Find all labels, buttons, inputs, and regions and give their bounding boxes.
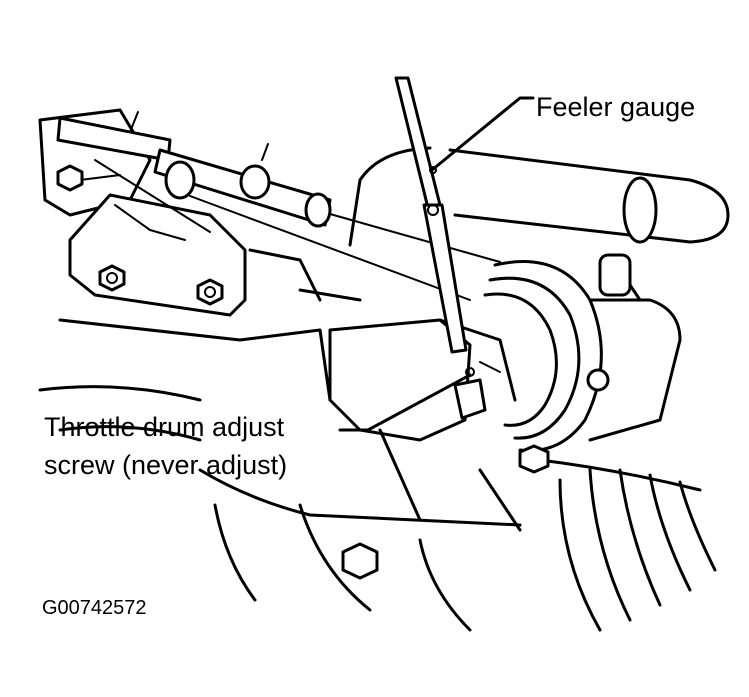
nut-lower bbox=[341, 542, 379, 580]
feeler-gauge-label: Feeler gauge bbox=[536, 92, 695, 122]
throttle-cables bbox=[56, 111, 501, 301]
throttle-screw-label-line2: screw (never adjust) bbox=[44, 450, 287, 480]
figure-code: G00742572 bbox=[42, 597, 147, 619]
bolt-1 bbox=[98, 264, 126, 292]
feeler-gauge bbox=[394, 76, 468, 354]
leader-feeler-gauge bbox=[430, 96, 535, 172]
intake-boot bbox=[38, 385, 717, 632]
air-intake-pipe bbox=[348, 146, 730, 247]
leader-throttle-screw bbox=[338, 373, 472, 432]
nut-drum bbox=[518, 444, 550, 474]
bolt-2 bbox=[196, 278, 224, 306]
bolt-3 bbox=[56, 164, 84, 192]
throttle-screw-label-line1: Throttle drum adjust bbox=[44, 412, 285, 442]
throttle-drum bbox=[483, 253, 682, 453]
throttle-body bbox=[58, 248, 517, 442]
